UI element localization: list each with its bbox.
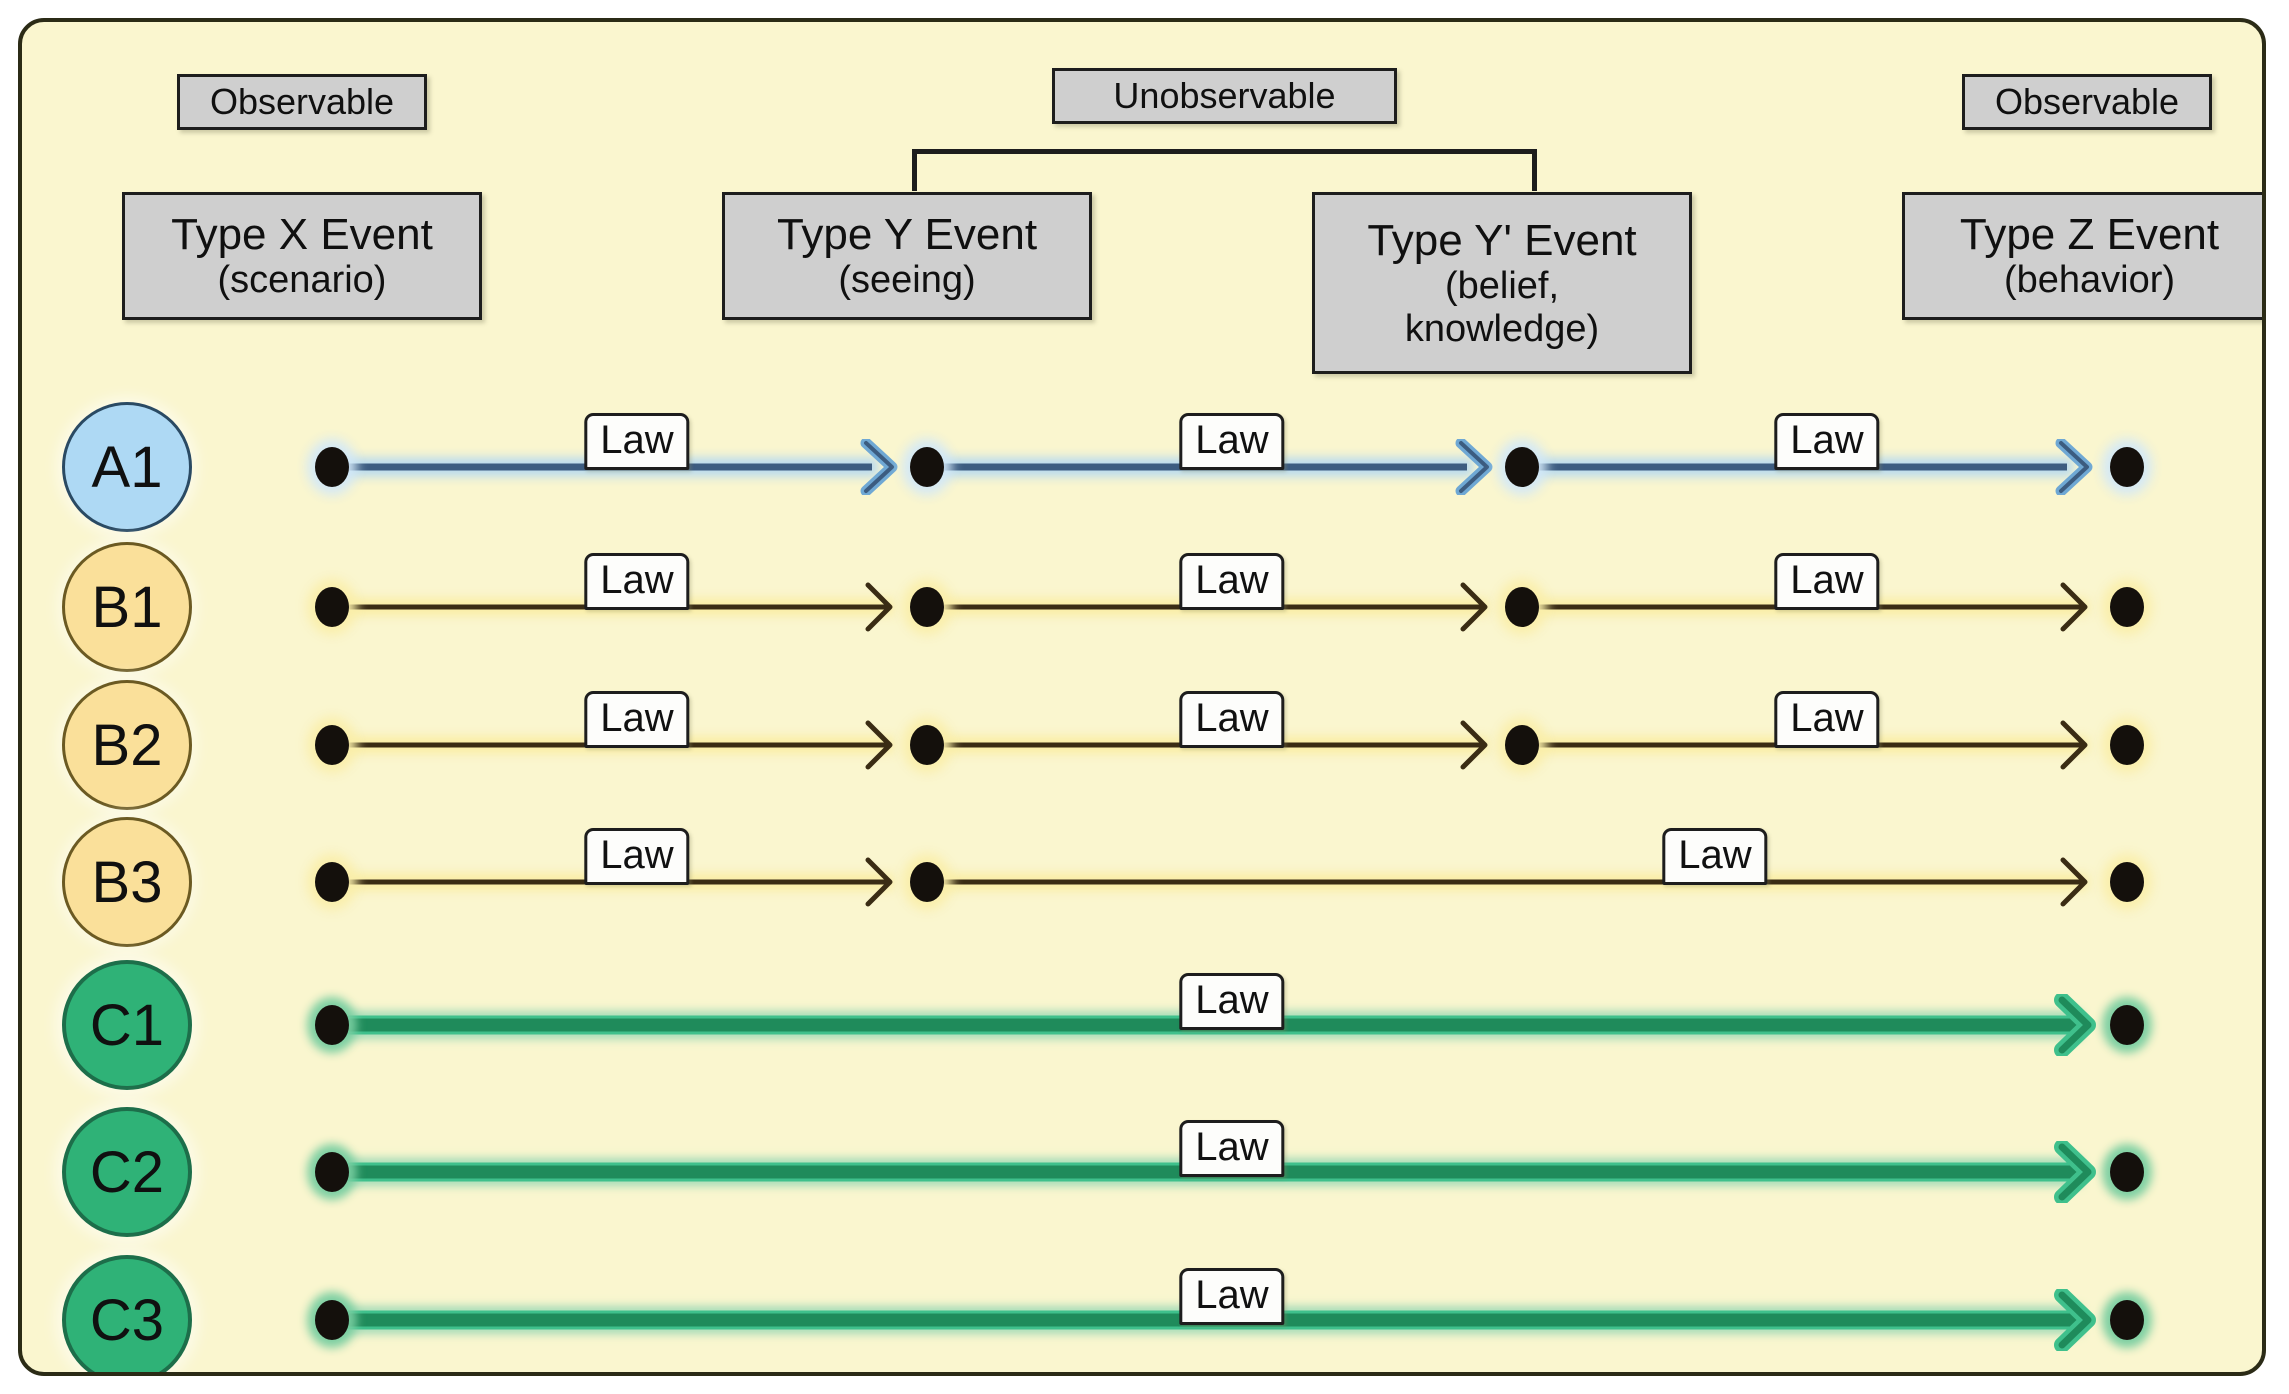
law-label: Law [1179, 1268, 1285, 1325]
law-label: Law [1774, 553, 1880, 610]
event-box-type-y: Type Y Event (seeing) [722, 192, 1092, 320]
law-label: Law [584, 413, 690, 470]
header-observable-right: Observable [1962, 74, 2212, 130]
table-row: Law [22, 1255, 2262, 1372]
node-dot [910, 587, 944, 627]
event-subtitle-type-y-prime: (belief, [1444, 265, 1560, 308]
node-dot [315, 587, 349, 627]
row-badge-B2[interactable]: B2 [62, 680, 192, 810]
arrow-head-c3-x-to-z [2054, 1287, 2100, 1353]
event-title-type-x: Type X Event [171, 210, 433, 260]
node-dot [315, 725, 349, 765]
arrow-head-b3-x-to-y [860, 854, 900, 910]
bracket-left-stem [912, 149, 917, 191]
node-dot [315, 862, 349, 902]
event-box-type-x: Type X Event (scenario) [122, 192, 482, 320]
table-row: Law Law Law [22, 402, 2262, 532]
bracket-horizontal [912, 149, 1537, 154]
arrow-head-b3-y-to-z [2055, 854, 2095, 910]
row-badge-A1[interactable]: A1 [62, 402, 192, 532]
row-badge-B2-label: B2 [91, 712, 163, 778]
arrow-line-b3-y-to-z [927, 879, 2082, 885]
row-badge-B1[interactable]: B1 [62, 542, 192, 672]
event-title-type-z: Type Z Event [1959, 210, 2220, 260]
node-dot [910, 725, 944, 765]
law-label: Law [584, 691, 690, 748]
event-subtitle-type-y: (seeing) [838, 259, 976, 302]
law-label: Law [1179, 973, 1285, 1030]
arrow-head-b2-yp-to-z [2055, 717, 2095, 773]
arrow-head-a1-x-to-y [860, 437, 900, 497]
header-observable-right-label: Observable [1994, 80, 2180, 122]
row-badge-C1[interactable]: C1 [62, 960, 192, 1090]
arrow-head-a1-yp-to-z [2055, 437, 2095, 497]
event-subtitle2-type-y-prime: knowledge) [1404, 307, 1600, 350]
law-label: Law [584, 828, 690, 885]
law-label: Law [1179, 691, 1285, 748]
arrow-head-c2-x-to-z [2054, 1139, 2100, 1205]
law-label: Law [1179, 1120, 1285, 1177]
law-label: Law [1774, 691, 1880, 748]
arrow-head-b1-x-to-y [860, 579, 900, 635]
node-dot [2110, 1300, 2144, 1340]
law-label: Law [1179, 413, 1285, 470]
node-dot [2110, 1005, 2144, 1045]
row-badge-C3[interactable]: C3 [62, 1255, 192, 1372]
table-row: Law Law Law [22, 542, 2262, 672]
event-title-type-y: Type Y Event [776, 210, 1038, 260]
table-row: Law Law Law [22, 680, 2262, 810]
bracket-right-stem [1532, 149, 1537, 191]
node-dot [2110, 1152, 2144, 1192]
arrow-head-b2-y-to-yp [1455, 717, 1495, 773]
row-badge-C2-label: C2 [89, 1139, 165, 1205]
event-box-type-z: Type Z Event (behavior) [1902, 192, 2262, 320]
node-dot [2110, 587, 2144, 627]
row-badge-B3[interactable]: B3 [62, 817, 192, 947]
table-row: Law Law [22, 817, 2262, 947]
law-label: Law [584, 553, 690, 610]
diagram-canvas: Observable Unobservable Observable Type … [18, 18, 2266, 1376]
arrow-head-b1-yp-to-z [2055, 579, 2095, 635]
header-observable-left: Observable [177, 74, 427, 130]
law-label: Law [1662, 828, 1768, 885]
node-dot [315, 1152, 349, 1192]
table-row: Law [22, 960, 2262, 1090]
table-row: Law [22, 1107, 2262, 1237]
node-dot [315, 1300, 349, 1340]
node-dot [315, 1005, 349, 1045]
node-dot [2110, 862, 2144, 902]
row-badge-B1-label: B1 [91, 574, 163, 640]
node-dot [1505, 725, 1539, 765]
law-label: Law [1179, 553, 1285, 610]
event-subtitle-type-z: (behavior) [2003, 259, 2176, 302]
header-observable-left-label: Observable [209, 80, 395, 122]
event-subtitle-type-x: (scenario) [217, 259, 387, 302]
node-dot [2110, 725, 2144, 765]
header-unobservable-label: Unobservable [1113, 74, 1336, 116]
node-dot [910, 862, 944, 902]
row-badge-C1-label: C1 [89, 992, 165, 1058]
law-label: Law [1774, 413, 1880, 470]
arrow-head-b1-y-to-yp [1455, 579, 1495, 635]
arrow-head-b2-x-to-y [860, 717, 900, 773]
header-unobservable: Unobservable [1052, 68, 1397, 124]
row-badge-A1-label: A1 [91, 434, 163, 500]
node-dot [315, 447, 349, 487]
arrow-head-a1-y-to-yp [1455, 437, 1495, 497]
node-dot [2110, 447, 2144, 487]
node-dot [910, 447, 944, 487]
row-badge-C2[interactable]: C2 [62, 1107, 192, 1237]
event-box-type-y-prime: Type Y' Event (belief, knowledge) [1312, 192, 1692, 374]
row-badge-C3-label: C3 [89, 1287, 165, 1353]
node-dot [1505, 447, 1539, 487]
event-title-type-y-prime: Type Y' Event [1367, 215, 1637, 265]
row-badge-B3-label: B3 [91, 849, 163, 915]
arrow-head-c1-x-to-z [2054, 992, 2100, 1058]
node-dot [1505, 587, 1539, 627]
